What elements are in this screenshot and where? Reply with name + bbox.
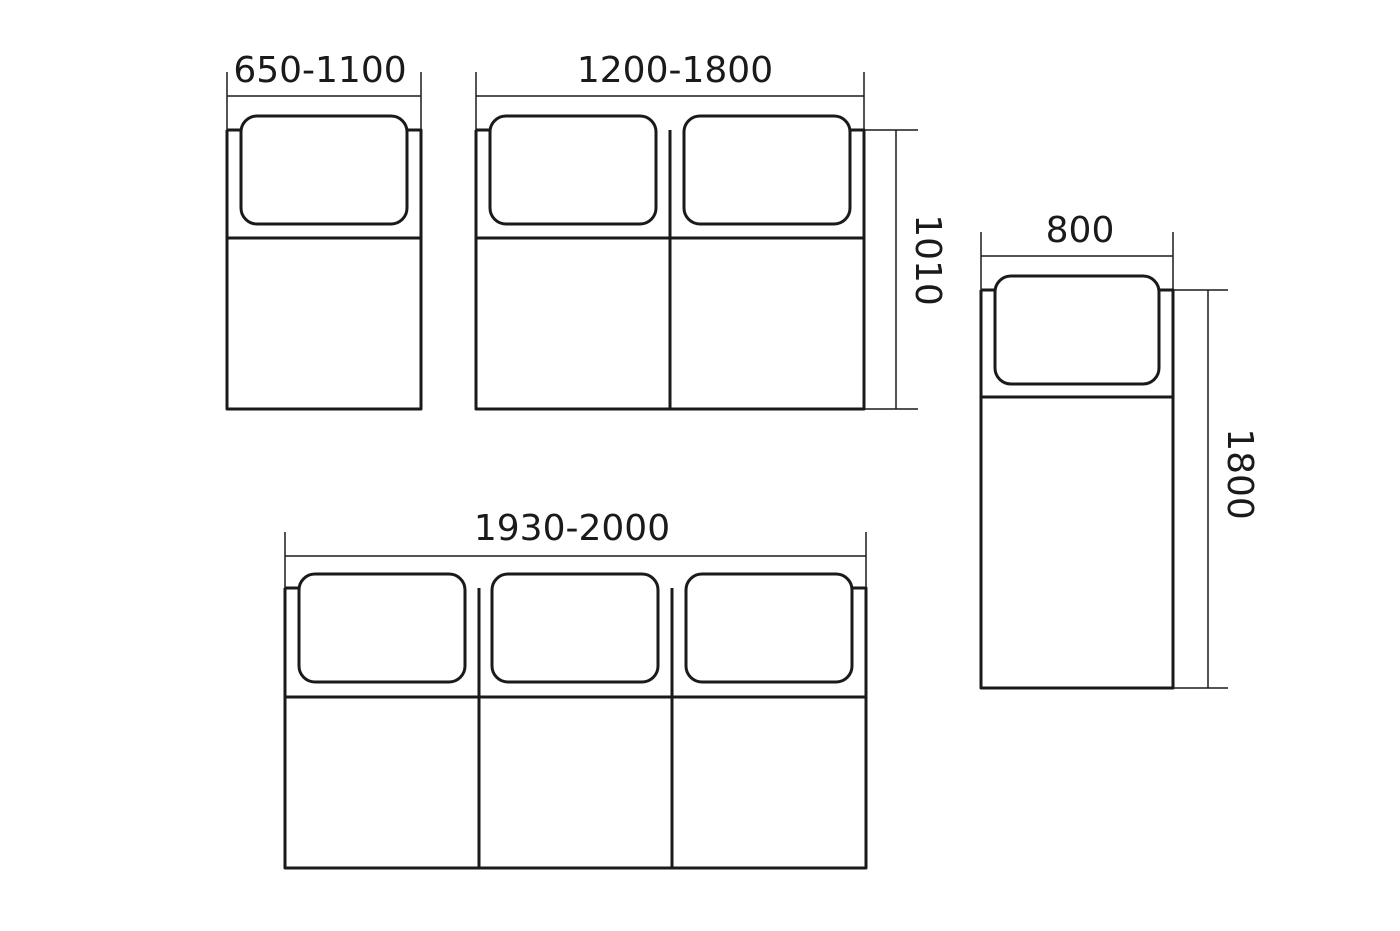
bed-pillow <box>993 274 1161 386</box>
double-seat-body <box>474 128 866 411</box>
double-width-label: 1200-1800 <box>577 50 773 91</box>
sofa-height-dimension: 1010 <box>864 129 948 410</box>
bed-width-dimension: 800 <box>980 210 1174 290</box>
bed-length-label: 1800 <box>1219 428 1260 520</box>
triple-seat-cushion-middle <box>490 572 660 684</box>
triple-seat-body <box>283 586 868 870</box>
single-width-label: 650-1100 <box>233 50 406 91</box>
single-seat-module <box>225 114 423 411</box>
bed-length-dimension: 1800 <box>1173 289 1260 689</box>
triple-seat-cushion-right <box>684 572 854 684</box>
triple-width-label: 1930-2000 <box>474 508 670 549</box>
single-seat-cushion <box>239 114 409 226</box>
sofa-height-label: 1010 <box>907 214 948 306</box>
bed-module <box>979 274 1175 690</box>
single-seat-body <box>225 128 423 411</box>
triple-width-dimension: 1930-2000 <box>284 508 867 588</box>
triple-seat-cushion-left <box>297 572 467 684</box>
bed-width-label: 800 <box>1046 210 1115 251</box>
double-seat-module <box>474 114 866 411</box>
triple-seat-module <box>283 572 868 870</box>
bed-body <box>979 288 1175 690</box>
double-width-dimension: 1200-1800 <box>475 50 865 130</box>
double-seat-cushion-right <box>682 114 852 226</box>
double-seat-cushion-left <box>488 114 658 226</box>
single-width-dimension: 650-1100 <box>226 50 422 130</box>
